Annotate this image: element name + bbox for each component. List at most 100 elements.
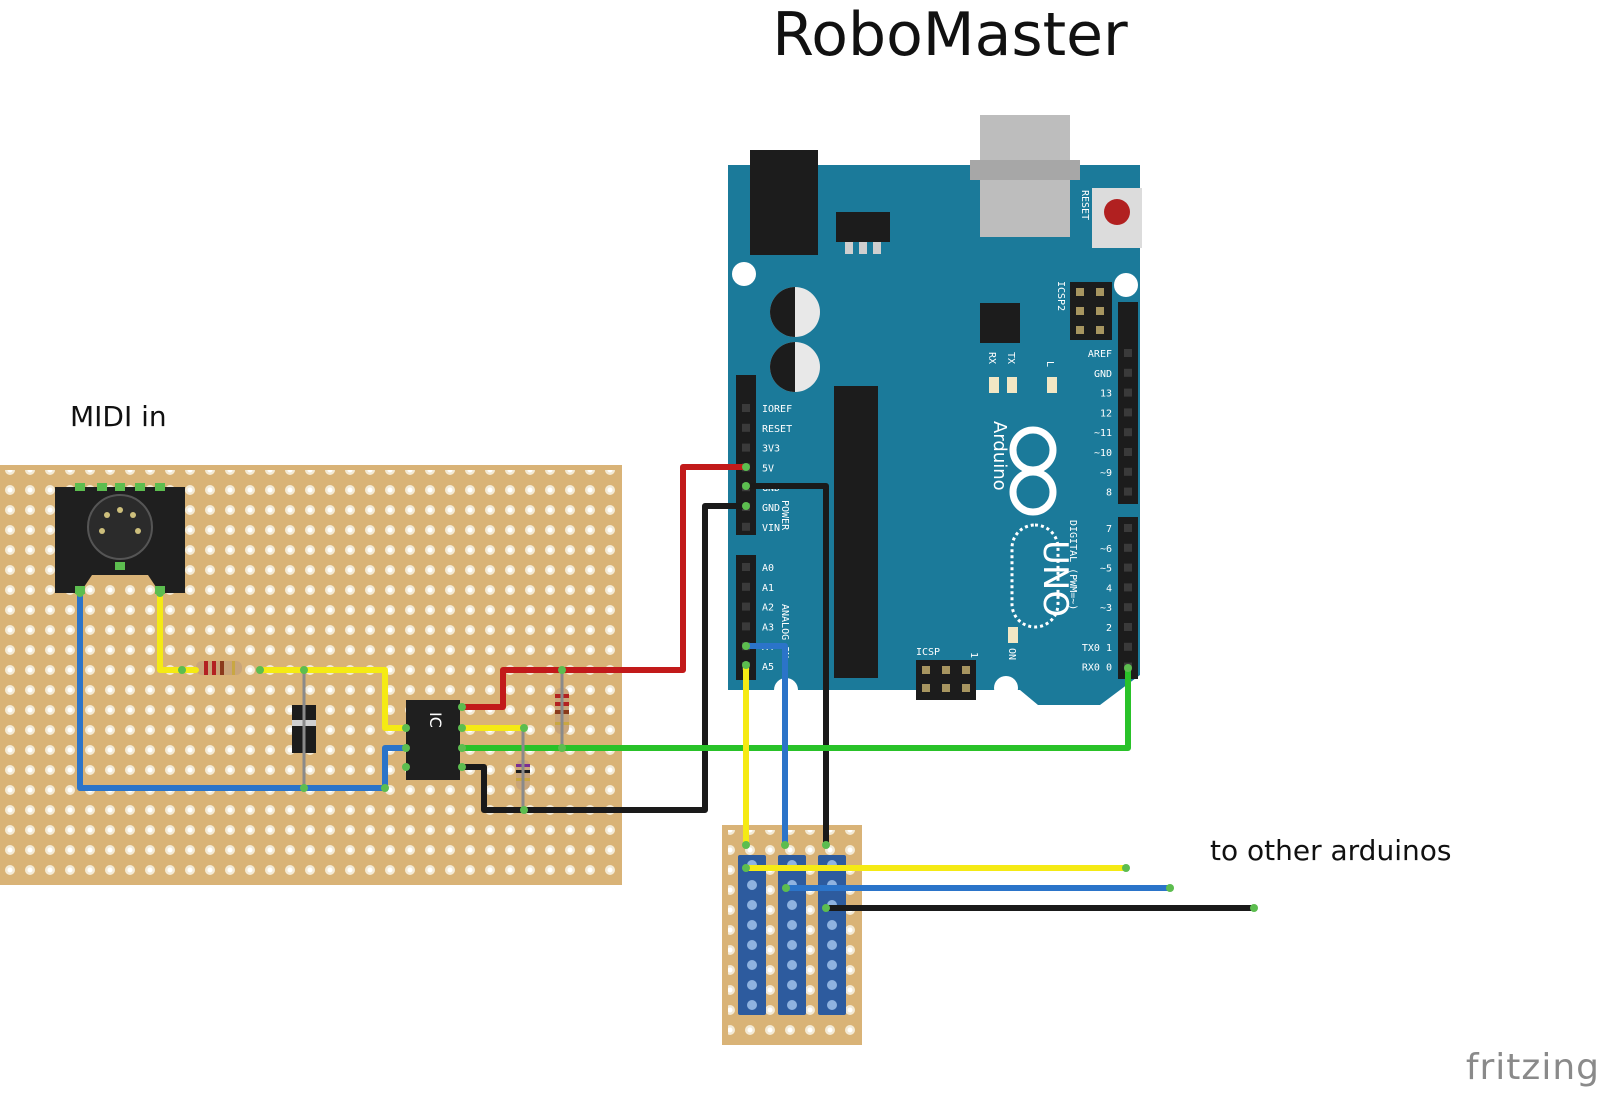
uno-model-label: UNO: [1035, 540, 1075, 617]
header-pin: [742, 404, 750, 412]
black-wire-gnd-2: [743, 483, 829, 848]
pin-label: 12: [1100, 408, 1112, 419]
uno-logo: UNO: [1010, 523, 1075, 629]
on-led: [1008, 627, 1018, 643]
yellow-wire-resistor: [257, 667, 409, 731]
pin-label: 2: [1106, 623, 1112, 634]
pin-label: A1: [762, 583, 774, 594]
pin-label: ~9: [1100, 468, 1112, 479]
mounting-hole: [1114, 273, 1138, 297]
usb-chip: [980, 303, 1020, 343]
header-pin: [1124, 603, 1132, 612]
digital-header-upper: [1118, 302, 1138, 504]
pin-label: 3V3: [762, 444, 780, 455]
header-pin: [1124, 428, 1132, 437]
pin-label: ~10: [1094, 448, 1112, 459]
terminal-block-3: [818, 855, 846, 1015]
pin-label: VIN: [762, 523, 780, 534]
pin-label: A2: [762, 603, 774, 614]
header-pin: [742, 423, 750, 432]
power-header: [736, 375, 756, 535]
icsp2-label: ICSP2: [1055, 281, 1066, 311]
terminal-block-2: [778, 855, 806, 1015]
header-pin: [1124, 642, 1132, 651]
digital-section-label: DIGITAL (PWM=~): [1067, 520, 1078, 610]
microcontroller-chip: [834, 386, 878, 678]
header-pin: [1124, 623, 1132, 631]
pin-label: 7: [1106, 524, 1112, 535]
header-pin: [1124, 467, 1132, 476]
pin-label: 13: [1100, 389, 1112, 400]
header-pin: [742, 602, 750, 611]
header-pin: [1124, 563, 1132, 572]
capacitor-2: [770, 342, 820, 392]
capacitor-1: [770, 287, 820, 337]
black-wire-gnd-1: [459, 503, 749, 813]
midi-din-connector: [55, 483, 185, 594]
pin-label: 8: [1106, 488, 1112, 499]
header-pin: [1124, 543, 1132, 552]
tx-label: TX: [1005, 352, 1016, 364]
resistor-1: [196, 661, 242, 675]
pin-label: TX0 1: [1082, 643, 1112, 654]
icsp-header: [916, 660, 976, 700]
tx-led: [1007, 377, 1017, 393]
pin-label: A0: [762, 563, 774, 574]
green-wire-rx: [459, 665, 1131, 751]
pin-label: ~5: [1100, 564, 1112, 575]
pin-label: ~3: [1100, 603, 1112, 614]
analog-section-label: ANALOG IN: [779, 604, 790, 658]
pin-label: ~6: [1100, 544, 1112, 555]
optocoupler-chip: IC: [406, 700, 460, 780]
power-section-label: POWER: [779, 500, 790, 531]
header-pin: [742, 443, 750, 452]
header-pin: [1124, 448, 1132, 456]
terminal-block-1: [738, 855, 766, 1015]
power-jack: [750, 150, 818, 255]
arduino-uno-board: UNO Arduino RESET ICSP2 ICSP 1 ON L RX T…: [728, 115, 1142, 705]
icsp2-header: [1070, 282, 1112, 340]
reset-label: RESET: [1079, 190, 1090, 220]
header-pin: [742, 563, 750, 571]
red-wire-5v: [459, 464, 749, 710]
pin-label: IOREF: [762, 404, 792, 415]
pin-label: AREF: [1088, 349, 1112, 360]
rx-led: [989, 377, 999, 393]
l-led: [1047, 377, 1057, 393]
icsp-label: ICSP: [916, 647, 940, 658]
voltage-regulator: [836, 212, 890, 242]
pin-label: ~11: [1094, 428, 1112, 439]
pin-label: 5V: [762, 463, 774, 474]
pin-label: GND: [1094, 369, 1112, 380]
blue-wire-a5: [743, 643, 788, 848]
header-pin: [1124, 388, 1132, 397]
pin-label: RX0 0: [1082, 663, 1112, 674]
pin-label: GND: [762, 503, 780, 514]
header-pin: [742, 622, 750, 631]
pin-label: A5: [762, 662, 774, 673]
header-pin: [1124, 408, 1132, 417]
header-pin: [1124, 487, 1132, 496]
pin-label: A3: [762, 622, 774, 633]
rx-label: RX: [986, 352, 997, 364]
to-other-arduinos-label: to other arduinos: [1210, 834, 1452, 867]
header-pin: [1124, 524, 1132, 532]
header-pin: [742, 522, 750, 531]
ic-label: IC: [426, 712, 445, 728]
fritzing-watermark: fritzing: [1465, 1047, 1600, 1088]
terminal-stripboard: [722, 825, 862, 1045]
pin-label: RESET: [762, 424, 792, 435]
digital-header-lower: [1118, 517, 1138, 679]
pin-label: 4: [1106, 583, 1112, 594]
header-pin: [742, 582, 750, 591]
mounting-hole: [732, 262, 756, 286]
on-label: ON: [1006, 648, 1017, 660]
header-pin: [1124, 583, 1132, 592]
mounting-hole: [994, 676, 1018, 700]
arduino-infinity-logo: [1009, 426, 1057, 516]
midi-in-label: MIDI in: [70, 400, 167, 433]
icsp-pin1-label: 1: [968, 652, 979, 658]
header-pin: [1124, 368, 1132, 377]
diagram-title: RoboMaster: [772, 0, 1128, 70]
